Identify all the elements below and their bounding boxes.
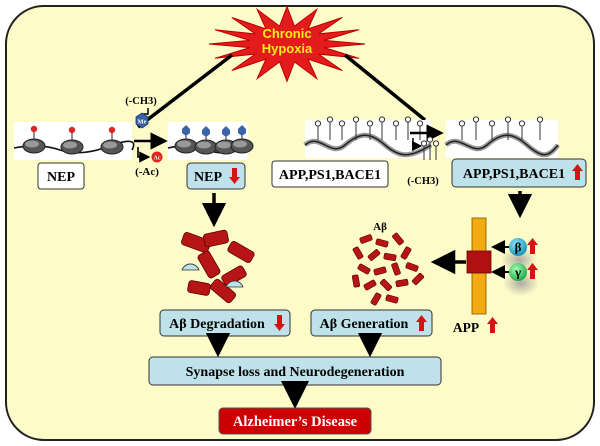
nep-label-left: NEP <box>47 170 75 185</box>
app-methyl-label: (-CH3) <box>407 176 439 187</box>
hypoxia-label-line2: Hypoxia <box>262 41 313 56</box>
svg-text:Me: Me <box>137 119 146 126</box>
abeta-peptide <box>392 232 404 246</box>
methyl-mark-head <box>504 116 512 123</box>
disease-label: Alzheimer’s Disease <box>233 414 358 430</box>
degraded-fragment <box>225 280 244 288</box>
nep-down-arrow <box>229 168 240 184</box>
app-bar-up-arrow <box>487 317 498 333</box>
nep-deacetylation: Ac (-Ac) <box>135 147 163 178</box>
nucleosome-acetylated <box>60 126 84 155</box>
methyl-mark-head <box>536 116 544 123</box>
app-demethylation: (-CH3) <box>407 136 440 187</box>
svg-text:γ: γ <box>514 265 521 280</box>
methyl-mark-head <box>458 120 466 127</box>
methyl-mark-head <box>392 120 400 127</box>
nucleosome-methylated <box>194 126 218 155</box>
hypoxia-to-app-inhibition <box>343 53 427 122</box>
abeta-peptide <box>359 234 373 244</box>
abeta-peptide <box>363 279 377 291</box>
abeta-generation-label: Aβ Generation <box>320 317 409 332</box>
beta-glow <box>501 247 537 273</box>
abeta-block <box>197 250 221 279</box>
nep-label-box-right <box>186 162 246 190</box>
app-chromatin-right <box>444 116 560 158</box>
nep-label-box-left <box>37 162 85 190</box>
abeta-peptide <box>379 278 393 292</box>
abeta-peptide <box>405 262 419 272</box>
methyl-mark-head <box>338 120 346 127</box>
disease-box <box>218 407 372 435</box>
beta-secretase: β <box>509 238 527 256</box>
abeta-peptide <box>400 246 412 260</box>
nep-methylation: (-CH3) Me <box>125 96 157 129</box>
methyl-mark-head <box>314 120 322 127</box>
abeta-degradation-label: Aβ Degradation <box>169 317 265 332</box>
svg-text:β: β <box>515 240 522 255</box>
methyl-mark-head <box>404 116 412 123</box>
methyl-mark-head <box>366 120 374 127</box>
methyl-mark-head <box>488 120 496 127</box>
methyl-mark-head <box>378 116 386 123</box>
abeta-cluster-label: Aβ <box>373 221 387 233</box>
degraded-fragment <box>181 263 200 271</box>
abeta-peptide <box>395 278 409 288</box>
methyl-mark-head <box>432 140 440 147</box>
abeta-generation-cluster <box>351 232 425 306</box>
hypoxia-star: Chronic Hypoxia <box>208 5 366 83</box>
ac-marker: Ac <box>151 151 163 163</box>
hypoxia-label-line1: Chronic <box>262 26 311 41</box>
svg-text:Ac: Ac <box>154 156 161 162</box>
abeta-peptide <box>383 252 397 262</box>
abeta-peptide <box>352 246 364 260</box>
app-label-box-left <box>271 160 389 188</box>
methyl-mark-head <box>518 120 526 127</box>
methyl-mark-head <box>426 136 434 143</box>
degradation-down-arrow <box>274 315 285 331</box>
abeta-peptide <box>391 262 401 276</box>
nep-label-right: NEP <box>194 170 222 185</box>
gamma-secretase: γ <box>509 263 527 281</box>
hypoxia-to-nep-arrow <box>136 53 234 129</box>
methyl-mark-head <box>326 116 334 123</box>
app-bar-cleavage-site <box>466 250 492 274</box>
methyl-mark-head <box>416 120 424 127</box>
me-marker: Me <box>135 112 149 129</box>
abeta-peptide <box>375 238 389 248</box>
nucleosome-methylated <box>174 125 198 154</box>
nucleosome-acetylated <box>22 125 46 154</box>
abeta-peptide <box>367 249 381 261</box>
methyl-mark-head <box>472 116 480 123</box>
abeta-peptide <box>411 272 425 286</box>
app-chromatin-left <box>303 116 433 158</box>
abeta-block <box>181 232 211 253</box>
app-up-arrow <box>572 164 583 180</box>
abeta-peptide <box>373 266 387 276</box>
app-label-left: APP,PS1,BACE1 <box>279 168 381 183</box>
app-bar-label: APP <box>453 320 479 335</box>
abeta-block <box>187 280 211 296</box>
app-label-right: APP,PS1,BACE1 <box>463 167 565 182</box>
nucleosome-acetylated <box>100 126 124 155</box>
nep-chromatin-left <box>13 122 135 160</box>
abeta-peptide <box>351 274 361 288</box>
abeta-block <box>227 241 255 263</box>
abeta-peptide <box>385 294 399 304</box>
nep-chromatin-right <box>167 122 254 160</box>
methyl-mark-head <box>420 140 428 147</box>
generation-up-arrow <box>416 315 427 331</box>
methyl-mark-head <box>352 116 360 123</box>
beta-up-arrow <box>527 238 538 254</box>
nep-acetyl-label: (-Ac) <box>135 166 159 178</box>
app-label-box-right <box>451 158 587 188</box>
synapse-label: Synapse loss and Neurodegeneration <box>186 365 405 380</box>
nucleosome-methylated <box>230 125 254 154</box>
abeta-peptide <box>370 292 382 306</box>
nep-methyl-label: (-CH3) <box>125 96 157 107</box>
gamma-up-arrow <box>527 263 538 279</box>
abeta-degradation-cluster <box>181 229 255 304</box>
abeta-block <box>203 229 229 248</box>
abeta-peptide <box>357 263 371 275</box>
